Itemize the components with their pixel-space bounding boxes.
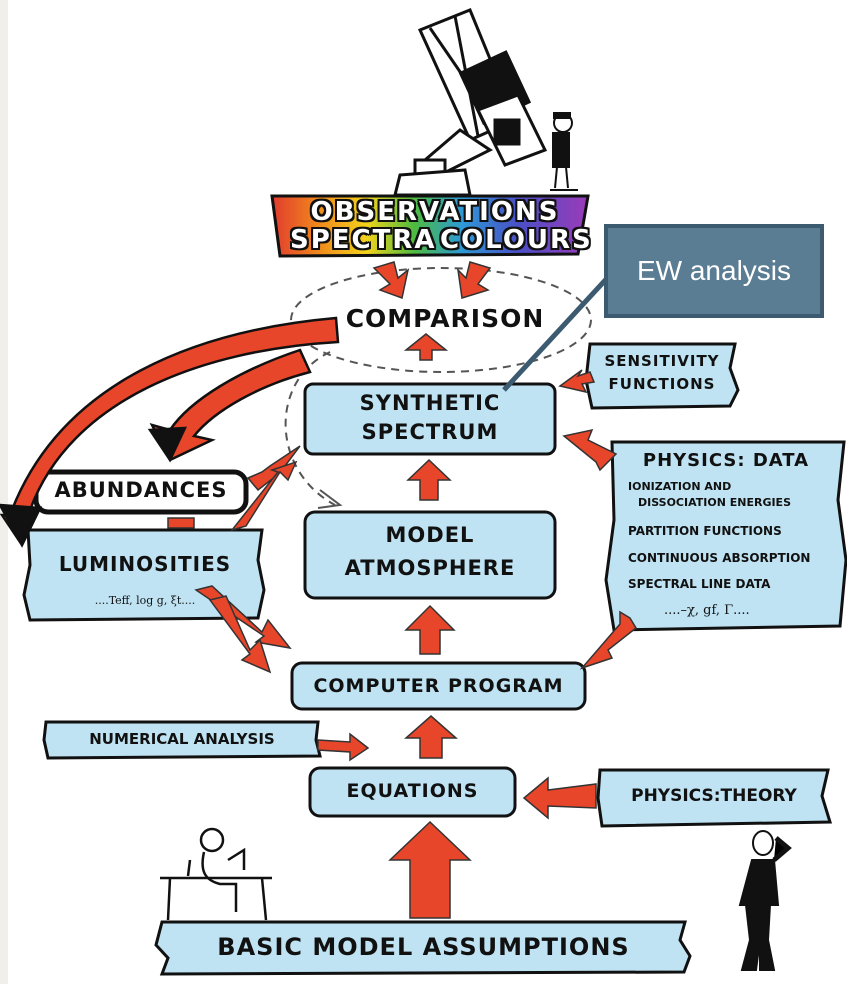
physics-data-item-line-data: SPECTRAL LINE DATA bbox=[628, 577, 771, 591]
luminosities-label: LUMINOSITIES bbox=[58, 552, 232, 576]
model-line2: ATMOSPHERE bbox=[344, 556, 516, 580]
observations-colours: COLOURS bbox=[440, 225, 593, 255]
equations-label: EQUATIONS bbox=[346, 780, 479, 802]
physics-theory-box bbox=[596, 768, 833, 828]
callout-connector bbox=[502, 260, 624, 392]
physics-data-item-ionization: IONIZATION AND bbox=[628, 480, 732, 493]
big-curved-arrows bbox=[0, 316, 340, 548]
arrow-basic-to-equations bbox=[388, 820, 472, 919]
comparison-burst bbox=[290, 267, 592, 373]
numerical-analysis-box bbox=[42, 720, 322, 760]
arrow-program-to-model bbox=[404, 604, 456, 655]
seated-person-icon bbox=[160, 827, 272, 921]
arrow-colours-to-comparison bbox=[456, 261, 492, 299]
computer-program-label: COMPUTER PROGRAM bbox=[313, 675, 564, 697]
physics-data-item-continuous: CONTINUOUS ABSORPTION bbox=[628, 551, 811, 565]
observations-title: OBSERVATIONS bbox=[310, 197, 560, 227]
physics-data-item-partition: PARTITION FUNCTIONS bbox=[628, 524, 782, 538]
telescope-icon bbox=[393, 8, 548, 197]
arrow-data-to-synthetic bbox=[562, 428, 618, 472]
synthetic-line2: SPECTRUM bbox=[361, 420, 499, 444]
arrow-physics-theory-to-equations bbox=[522, 776, 597, 820]
physics-data-box bbox=[604, 440, 847, 632]
physics-data-title: PHYSICS: DATA bbox=[642, 450, 810, 471]
observations-spectra: SPECTRA bbox=[290, 225, 437, 255]
arrow-sensitivity-to-synthetic bbox=[558, 369, 596, 394]
physics-data-item-dissociation: DISSOCIATION ENERGIES bbox=[638, 496, 791, 509]
arrow-synthetic-to-comparison bbox=[403, 333, 449, 361]
comparison-label: COMPARISON bbox=[345, 304, 545, 333]
arrow-model-to-synthetic bbox=[406, 458, 452, 501]
basic-assumptions-label: BASIC MODEL ASSUMPTIONS bbox=[217, 933, 630, 961]
feedback-loop bbox=[284, 351, 336, 506]
arrow-data-to-program bbox=[579, 610, 637, 670]
basic-assumptions-box bbox=[154, 920, 692, 976]
arrow-equations-to-program bbox=[404, 715, 458, 759]
computer-program-box bbox=[290, 661, 587, 711]
arrow-luminosities-to-program-2 bbox=[208, 595, 272, 674]
arrow-luminosities-to-synthetic bbox=[229, 460, 298, 532]
equations-box bbox=[308, 766, 517, 818]
arrow-numerical-to-equations bbox=[317, 732, 370, 762]
arrow-abundances-to-synthetic bbox=[246, 445, 301, 492]
abundances-label: ABUNDANCES bbox=[54, 478, 228, 502]
observer-person-icon bbox=[550, 112, 578, 191]
model-line1: MODEL bbox=[385, 523, 475, 547]
sensitivity-line2: FUNCTIONS bbox=[608, 375, 716, 393]
sensitivity-box bbox=[584, 342, 740, 410]
ew-analysis-callout: EW analysis bbox=[604, 224, 824, 318]
luminosities-box bbox=[22, 528, 266, 622]
arrow-spectra-to-comparison bbox=[372, 261, 410, 299]
thinking-person-icon bbox=[738, 830, 792, 971]
red-arrows bbox=[167, 261, 637, 919]
sensitivity-line1: SENSITIVITY bbox=[604, 352, 720, 370]
node-boxes bbox=[22, 342, 847, 976]
synthetic-spectrum-box bbox=[303, 382, 557, 456]
physics-theory-label: PHYSICS:THEORY bbox=[631, 786, 797, 806]
numerical-analysis-label: NUMERICAL ANALYSIS bbox=[89, 730, 275, 748]
observations-banner bbox=[270, 194, 590, 258]
small-red-marker bbox=[167, 517, 195, 529]
synthetic-line1: SYNTHETIC bbox=[359, 391, 501, 415]
model-atmosphere-box bbox=[303, 510, 557, 600]
physics-data-item-params: ....–χ, gf, Γ.... bbox=[664, 603, 750, 618]
luminosities-params: ....Teff, log g, ξt.... bbox=[94, 594, 196, 607]
